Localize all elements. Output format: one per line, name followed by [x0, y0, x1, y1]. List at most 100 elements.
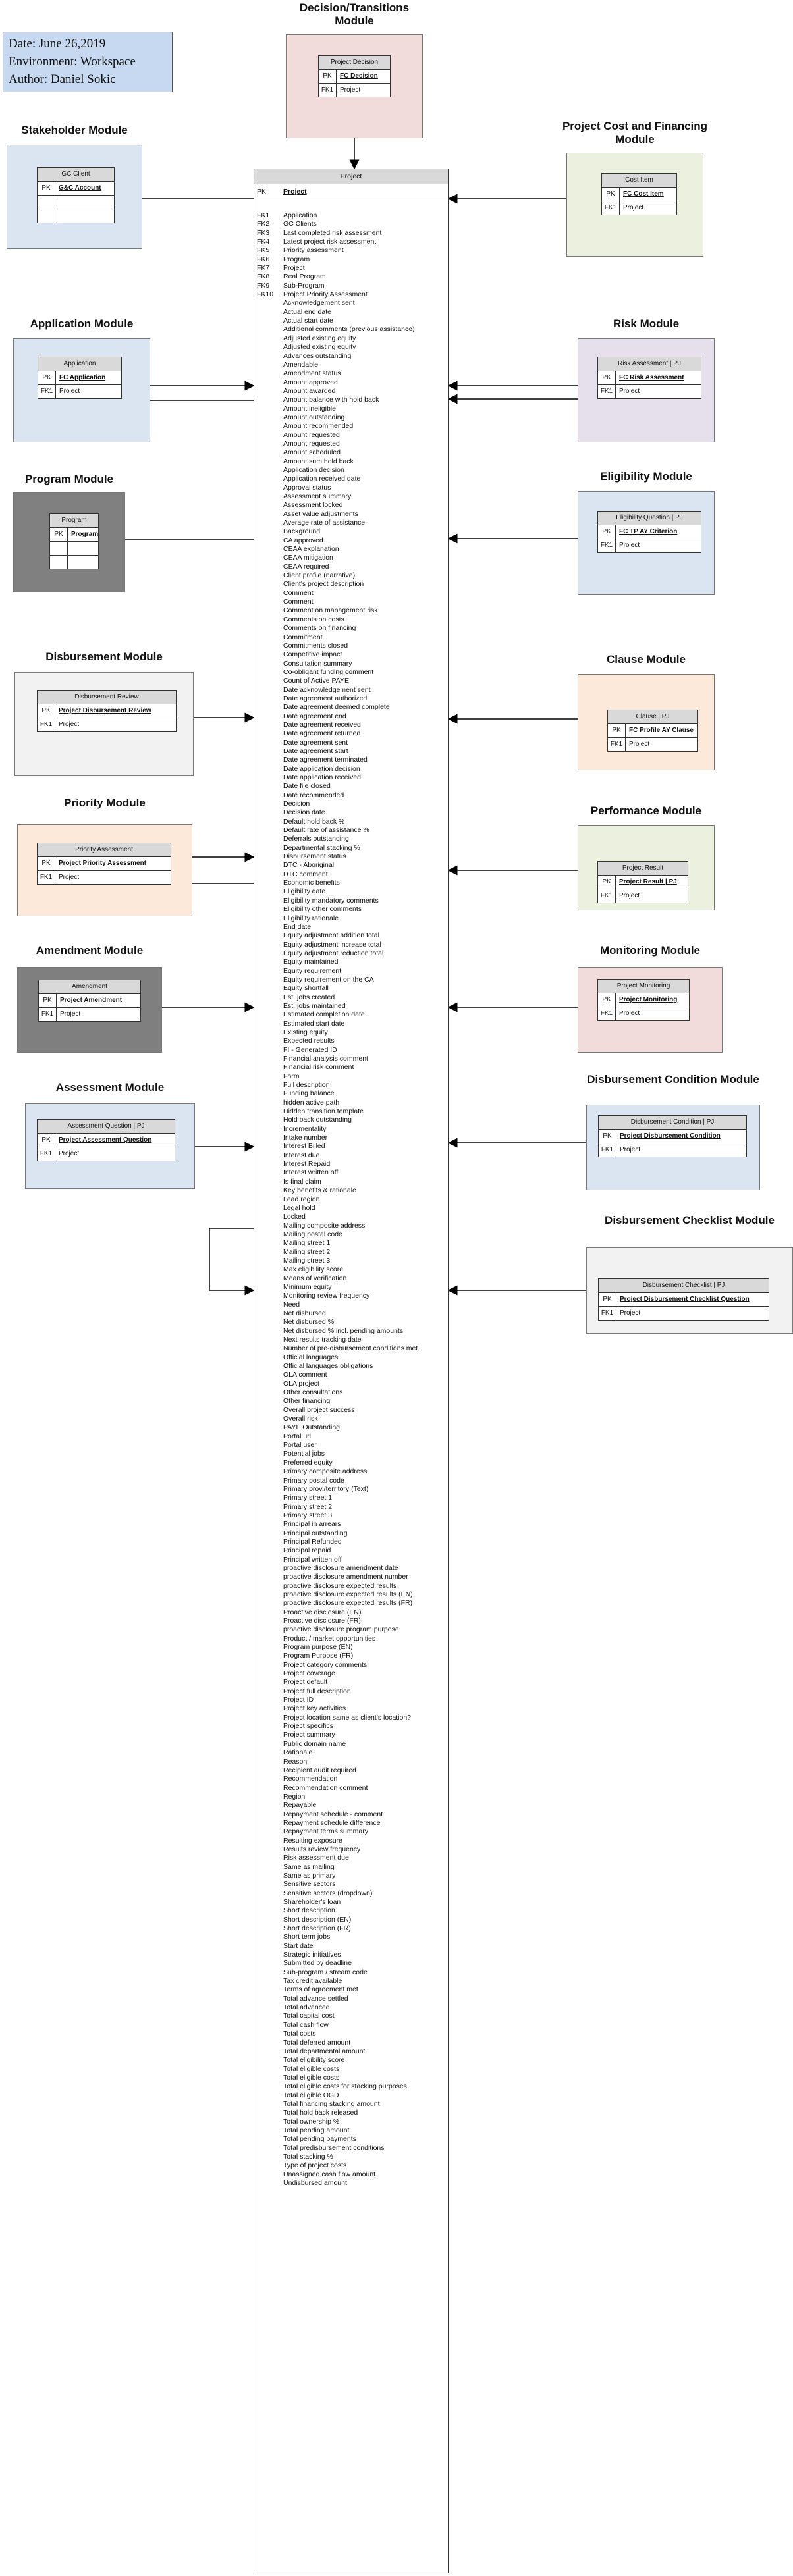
- project-attribute: proactive disclosure expected results: [283, 1581, 397, 1590]
- project-attribute: Project specifics: [283, 1722, 333, 1731]
- fk-label: FK5: [257, 246, 270, 255]
- project-entity-header: Project: [254, 169, 448, 184]
- fk-label: FK3: [257, 228, 270, 237]
- project-attribute: hidden active path: [283, 1098, 340, 1107]
- project-attribute: Mailing street 3: [283, 1256, 331, 1265]
- project-attribute: Assessment locked: [283, 501, 343, 510]
- entity-header: Priority Assessment: [38, 843, 171, 857]
- project-attribute: Estimated completion date: [283, 1011, 365, 1019]
- entity-fk-row: [50, 542, 98, 556]
- pk-label: PK: [38, 371, 56, 384]
- project-attribute: Funding balance: [283, 1090, 335, 1098]
- pk-label: PK: [598, 993, 616, 1007]
- entity-header: Disbursement Condition | PJ: [599, 1116, 746, 1130]
- project-attribute: Acknowledgement sent: [283, 299, 355, 307]
- entity-empty-row: [50, 556, 98, 569]
- project-attribute: Total cash flow: [283, 2020, 329, 2029]
- project-attribute: Project category comments: [283, 1660, 368, 1669]
- project-attribute: Interest due: [283, 1151, 320, 1159]
- fk-value: Project: [59, 388, 80, 395]
- project-attribute: Rationale: [283, 1748, 313, 1757]
- project-attribute: Departmental stacking %: [283, 843, 360, 852]
- project-attribute: Reason: [283, 1757, 308, 1766]
- project-attribute: Portal url: [283, 1432, 312, 1440]
- project-attribute: Project key activities: [283, 1704, 346, 1713]
- project-attribute: Estimated start date: [283, 1019, 345, 1028]
- project-attribute: Client's project description: [283, 580, 364, 589]
- fk-value: Project: [619, 388, 640, 395]
- project-attribute: Amount approved: [283, 378, 338, 386]
- entity-header: Risk Assessment | PJ: [598, 357, 701, 371]
- project-attribute: Eligibility rationale: [283, 914, 339, 922]
- project-attribute: Date application decision: [283, 764, 360, 773]
- project-attribute: Type of project costs: [283, 2161, 347, 2170]
- pk-value: Project Disbursement Review: [59, 707, 151, 714]
- project-attribute: Commitments closed: [283, 641, 348, 650]
- project-attribute: Risk assessment due: [283, 1854, 349, 1862]
- project-attribute: Approval status: [283, 483, 331, 492]
- fk-label: FK1: [38, 871, 55, 884]
- project-attribute: CEAA explanation: [283, 545, 339, 554]
- fk-value: Project: [59, 874, 80, 881]
- project-attribute: Net disbursed %: [283, 1318, 335, 1327]
- fk-label: FK7: [257, 264, 270, 273]
- project-attribute: Resulting exposure: [283, 1836, 342, 1845]
- fk-label: FK1: [598, 1007, 616, 1020]
- project-attribute: Unassigned cash flow amount: [283, 2170, 376, 2178]
- fk-label: FK10: [257, 290, 274, 299]
- fk-label: FK4: [257, 238, 270, 246]
- project-attribute: Primary street 2: [283, 1502, 333, 1511]
- fk-label: FK8: [257, 273, 270, 281]
- pk-value: Project Disbursement Checklist Question: [620, 1296, 750, 1303]
- project-attribute: Total eligible costs: [283, 2073, 340, 2082]
- project-attribute: Primary street 1: [283, 1494, 333, 1502]
- project-attribute: Start date: [283, 1941, 314, 1950]
- fk-label: FK1: [39, 1008, 57, 1021]
- project-attribute: Preferred equity: [283, 1458, 333, 1467]
- fk-value: Project: [619, 542, 640, 549]
- pk-label: PK: [599, 1130, 616, 1143]
- project-attribute: Advances outstanding: [283, 352, 352, 360]
- entity-header: Eligibility Question | PJ: [598, 512, 701, 525]
- pk-value: FC Risk Assessment: [619, 374, 684, 381]
- dcondition-module-title: Disbursement Condition Module: [587, 1073, 759, 1086]
- entity-empty-row: [38, 209, 114, 223]
- project-attribute: Amount balance with hold back: [283, 396, 379, 404]
- project-attribute: Principal in arrears: [283, 1520, 341, 1529]
- project-attribute: Date agreement authorized: [283, 694, 368, 702]
- fk-label: FK1: [598, 385, 616, 398]
- pk-value: Project Result | PJ: [619, 878, 677, 885]
- project-attribute: Financial analysis comment: [283, 1055, 368, 1063]
- project-attribute: Comments on costs: [283, 615, 344, 623]
- project-attribute: Count of Active PAYE: [283, 677, 349, 685]
- project-attribute: Date agreement terminated: [283, 756, 368, 764]
- amendment-module-title: Amendment Module: [36, 944, 144, 957]
- project-attribute: Equity requirement on the CA: [283, 975, 374, 984]
- project-attribute: Means of verification: [283, 1274, 347, 1282]
- fk-value: Project: [619, 1010, 640, 1017]
- project-attribute: FI - Generated ID: [283, 1045, 337, 1054]
- project-attribute: Interest written off: [283, 1169, 339, 1177]
- project-attribute: Economic benefits: [283, 879, 340, 887]
- project-attribute: Incrementality: [283, 1124, 327, 1133]
- project-attribute: Date agreement deemed complete: [283, 703, 390, 712]
- pk-label: PK: [602, 188, 620, 201]
- project-attribute: Overall risk: [283, 1415, 318, 1423]
- project-attribute: Public domain name: [283, 1739, 346, 1748]
- project-attribute: DTC - Aboriginal: [283, 861, 335, 870]
- pk-value: Project Disbursement Condition: [620, 1132, 721, 1140]
- project-attribute: CEAA mitigation: [283, 554, 333, 562]
- project-attribute: OLA project: [283, 1379, 319, 1388]
- project-attribute: proactive disclosure program purpose: [283, 1625, 399, 1634]
